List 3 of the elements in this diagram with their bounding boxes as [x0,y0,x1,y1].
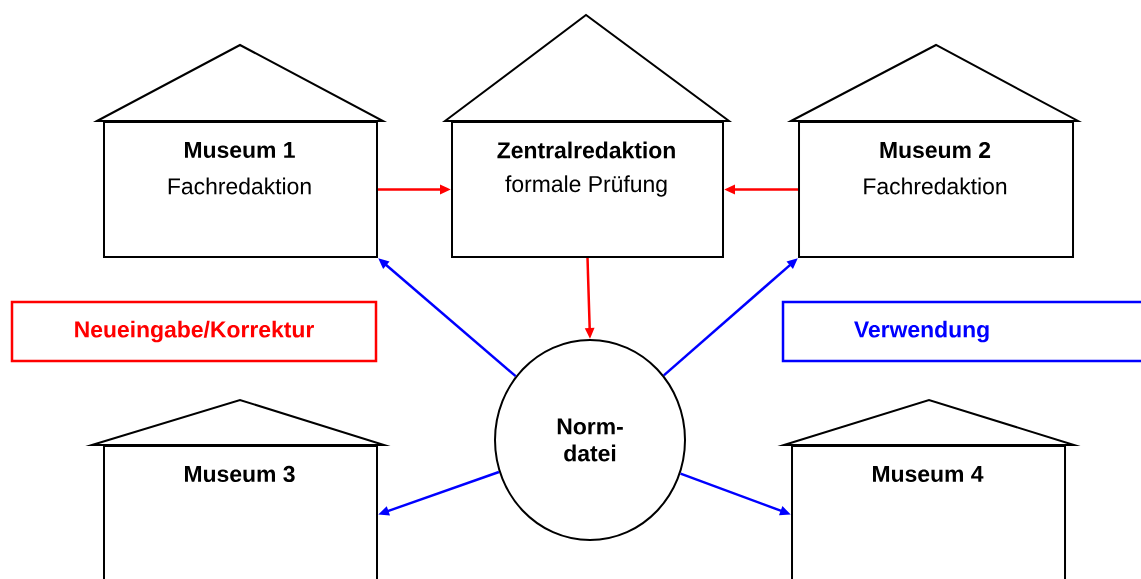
legend-box: Neueingabe/Korrektur [10,300,378,363]
legend-box: Verwendung [781,300,1141,363]
ellipse-node: Norm- datei [494,339,686,541]
